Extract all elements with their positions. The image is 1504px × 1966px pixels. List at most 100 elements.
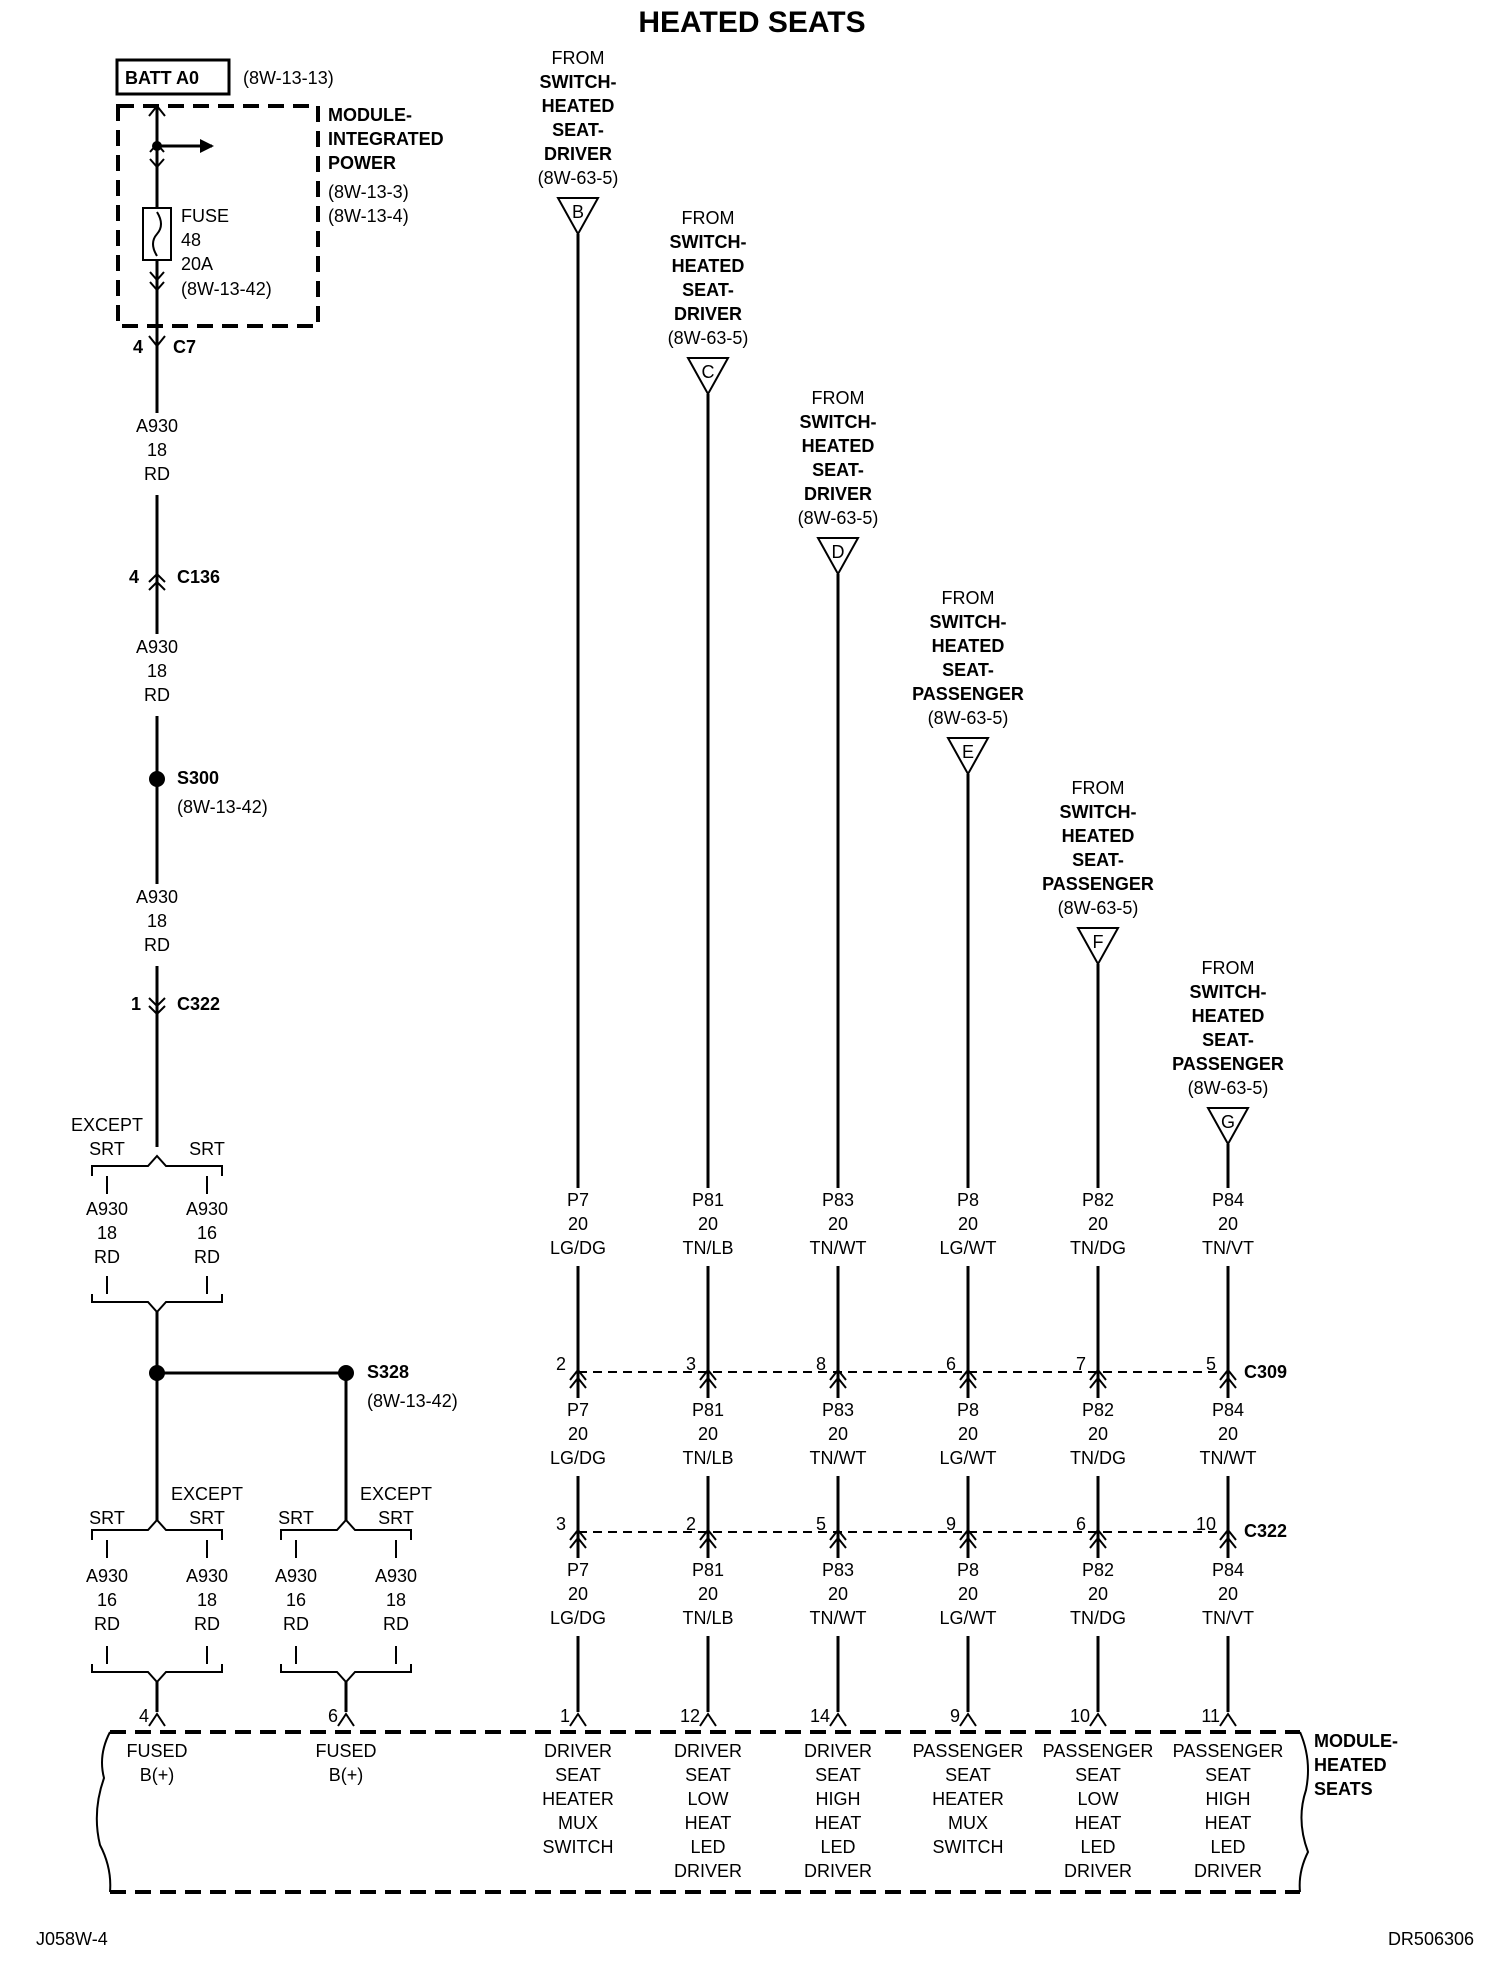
circuit-F-c322-pin: 6: [1076, 1514, 1086, 1534]
circuit-F-wire-label: P82: [1082, 1400, 1114, 1420]
circuit-G-from-label: HEATED: [1192, 1006, 1265, 1026]
module-box-left-break: [95, 1731, 112, 1893]
svg-text:18: 18: [386, 1590, 406, 1610]
circuit-B-wire-label: P7: [567, 1560, 589, 1580]
circuit-D-from-label: HEATED: [802, 436, 875, 456]
circuit-B-module-pin-icon: [569, 1712, 587, 1727]
circuit-B-from-label: SWITCH-: [540, 72, 617, 92]
module-box-right-break: [1298, 1731, 1310, 1893]
circuit-C-module-pin: 12: [680, 1706, 700, 1726]
circuit-D-c309-pin: 8: [816, 1354, 826, 1374]
circuit-E-wire-label: LG/WT: [940, 1238, 997, 1258]
svg-text:(8W-13-42): (8W-13-42): [181, 279, 272, 299]
circuit-G-c322-icon: [1219, 1528, 1237, 1549]
circuit-G-wire-label: P84: [1212, 1190, 1244, 1210]
svg-text:18: 18: [147, 440, 167, 460]
circuit-B-wire-label: 20: [568, 1214, 588, 1234]
circuit-D-tag-letter: D: [832, 542, 845, 562]
svg-text:A930: A930: [275, 1566, 317, 1586]
svg-text:SRT: SRT: [378, 1508, 414, 1528]
svg-text:HEATED: HEATED: [1314, 1755, 1387, 1775]
batt-box: [115, 58, 231, 96]
fuse-48-icon: [142, 207, 172, 261]
circuit-G-from-label: PASSENGER: [1172, 1054, 1284, 1074]
svg-text:A930: A930: [375, 1566, 417, 1586]
circuit-E-function-label: PASSENGER: [913, 1741, 1024, 1761]
circuit-G-wire-label: TN/VT: [1202, 1238, 1254, 1258]
s300-ref: (8W-13-42): [177, 797, 268, 817]
circuit-D-c309-icon: [829, 1368, 847, 1389]
circuit-C-ref: (8W-63-5): [668, 328, 749, 348]
c322-name: C322: [1244, 1521, 1287, 1541]
circuit-B-tag-letter: B: [572, 202, 584, 222]
c322-main-pin: 1: [131, 994, 141, 1014]
svg-text:SRT: SRT: [89, 1139, 125, 1159]
circuit-F-function-label: SEAT: [1075, 1765, 1121, 1785]
circuit-C-wire-label: 20: [698, 1424, 718, 1444]
circuit-G-function-label: HIGH: [1206, 1789, 1251, 1809]
circuit-B-wire-label: LG/DG: [550, 1608, 606, 1628]
fuse-element-icon: [152, 211, 162, 257]
circuit-E-tag-icon: [946, 737, 990, 777]
internal-connector-icon: [149, 142, 165, 169]
circuit-D-wire-label: TN/WT: [810, 1608, 867, 1628]
svg-text:16: 16: [197, 1223, 217, 1243]
circuit-B-from-label: FROM: [552, 48, 605, 68]
circuit-E-wire-label: P8: [957, 1400, 979, 1420]
circuit-D-wire-label: 20: [828, 1424, 848, 1444]
svg-text:FUSE: FUSE: [181, 206, 229, 226]
circuit-F-tag-icon: [1076, 927, 1120, 967]
circuit-D-ref: (8W-63-5): [798, 508, 879, 528]
circuit-G-wire-label: TN/WT: [1200, 1448, 1257, 1468]
circuit-F-function-label: LED: [1080, 1837, 1115, 1857]
svg-text:RD: RD: [94, 1247, 120, 1267]
circuit-B-wire-label: 20: [568, 1424, 588, 1444]
circuit-C-wire-label: P81: [692, 1560, 724, 1580]
circuit-C-function-label: SEAT: [685, 1765, 731, 1785]
circuit-G-from-label: FROM: [1202, 958, 1255, 978]
svg-text:RD: RD: [283, 1614, 309, 1634]
fuse-label: FUSE 48 20A (8W-13-42): [181, 206, 272, 299]
circuit-G-c309-pin: 5: [1206, 1354, 1216, 1374]
circuit-F-c322-icon: [1089, 1528, 1107, 1549]
circuit-E-wire-label: P8: [957, 1560, 979, 1580]
circuit-F-function-label: LOW: [1077, 1789, 1118, 1809]
circuit-F-wire-label: TN/DG: [1070, 1238, 1126, 1258]
circuit-C-function-label: LOW: [687, 1789, 728, 1809]
circuit-E-function-label: MUX: [948, 1813, 988, 1833]
circuit-F-wire-label: P82: [1082, 1560, 1114, 1580]
circuit-E-wire-label: LG/WT: [940, 1448, 997, 1468]
svg-text:INTEGRATED: INTEGRATED: [328, 129, 444, 149]
circuit-D-wire-label: P83: [822, 1560, 854, 1580]
c136-name: C136: [177, 567, 220, 587]
circuit-C-c322-icon: [699, 1528, 717, 1549]
circuit-F-function-label: PASSENGER: [1043, 1741, 1154, 1761]
circuit-B-c322-pin: 3: [556, 1514, 566, 1534]
circuit-columns: FROMSWITCH-HEATEDSEAT-DRIVER(8W-63-5)BP7…: [538, 48, 1284, 1881]
circuit-E-function-label: SEAT: [945, 1765, 991, 1785]
svg-text:(8W-13-4): (8W-13-4): [328, 206, 409, 226]
circuit-C-tag-icon: [686, 357, 730, 397]
module-heated-seats-title: MODULE- HEATED SEATS: [1314, 1731, 1398, 1799]
circuit-G-wire-label: P84: [1212, 1560, 1244, 1580]
circuit-C-from-label: HEATED: [672, 256, 745, 276]
circuit-E-wire-label: 20: [958, 1424, 978, 1444]
circuit-G-c322-pin: 10: [1196, 1514, 1216, 1534]
svg-text:SRT: SRT: [189, 1508, 225, 1528]
c7-name: C7: [173, 337, 196, 357]
circuit-B-function-label: DRIVER: [544, 1741, 612, 1761]
circuit-E-tag-letter: E: [962, 742, 974, 762]
circuit-C-wire-label: 20: [698, 1584, 718, 1604]
svg-text:16: 16: [286, 1590, 306, 1610]
svg-text:(8W-13-3): (8W-13-3): [328, 182, 409, 202]
circuit-B-module-pin: 1: [560, 1706, 570, 1726]
circuit-F-wire-label: 20: [1088, 1424, 1108, 1444]
circuit-F-function-label: DRIVER: [1064, 1861, 1132, 1881]
circuit-C-wire-label: P81: [692, 1400, 724, 1420]
circuit-E-c322-pin: 9: [946, 1514, 956, 1534]
circuit-C-wire-label: TN/LB: [682, 1608, 733, 1628]
circuit-G-function-label: SEAT: [1205, 1765, 1251, 1785]
svg-text:4: 4: [139, 1706, 149, 1726]
circuit-B-wire-label: P7: [567, 1190, 589, 1210]
circuit-D-c322-icon: [829, 1528, 847, 1549]
